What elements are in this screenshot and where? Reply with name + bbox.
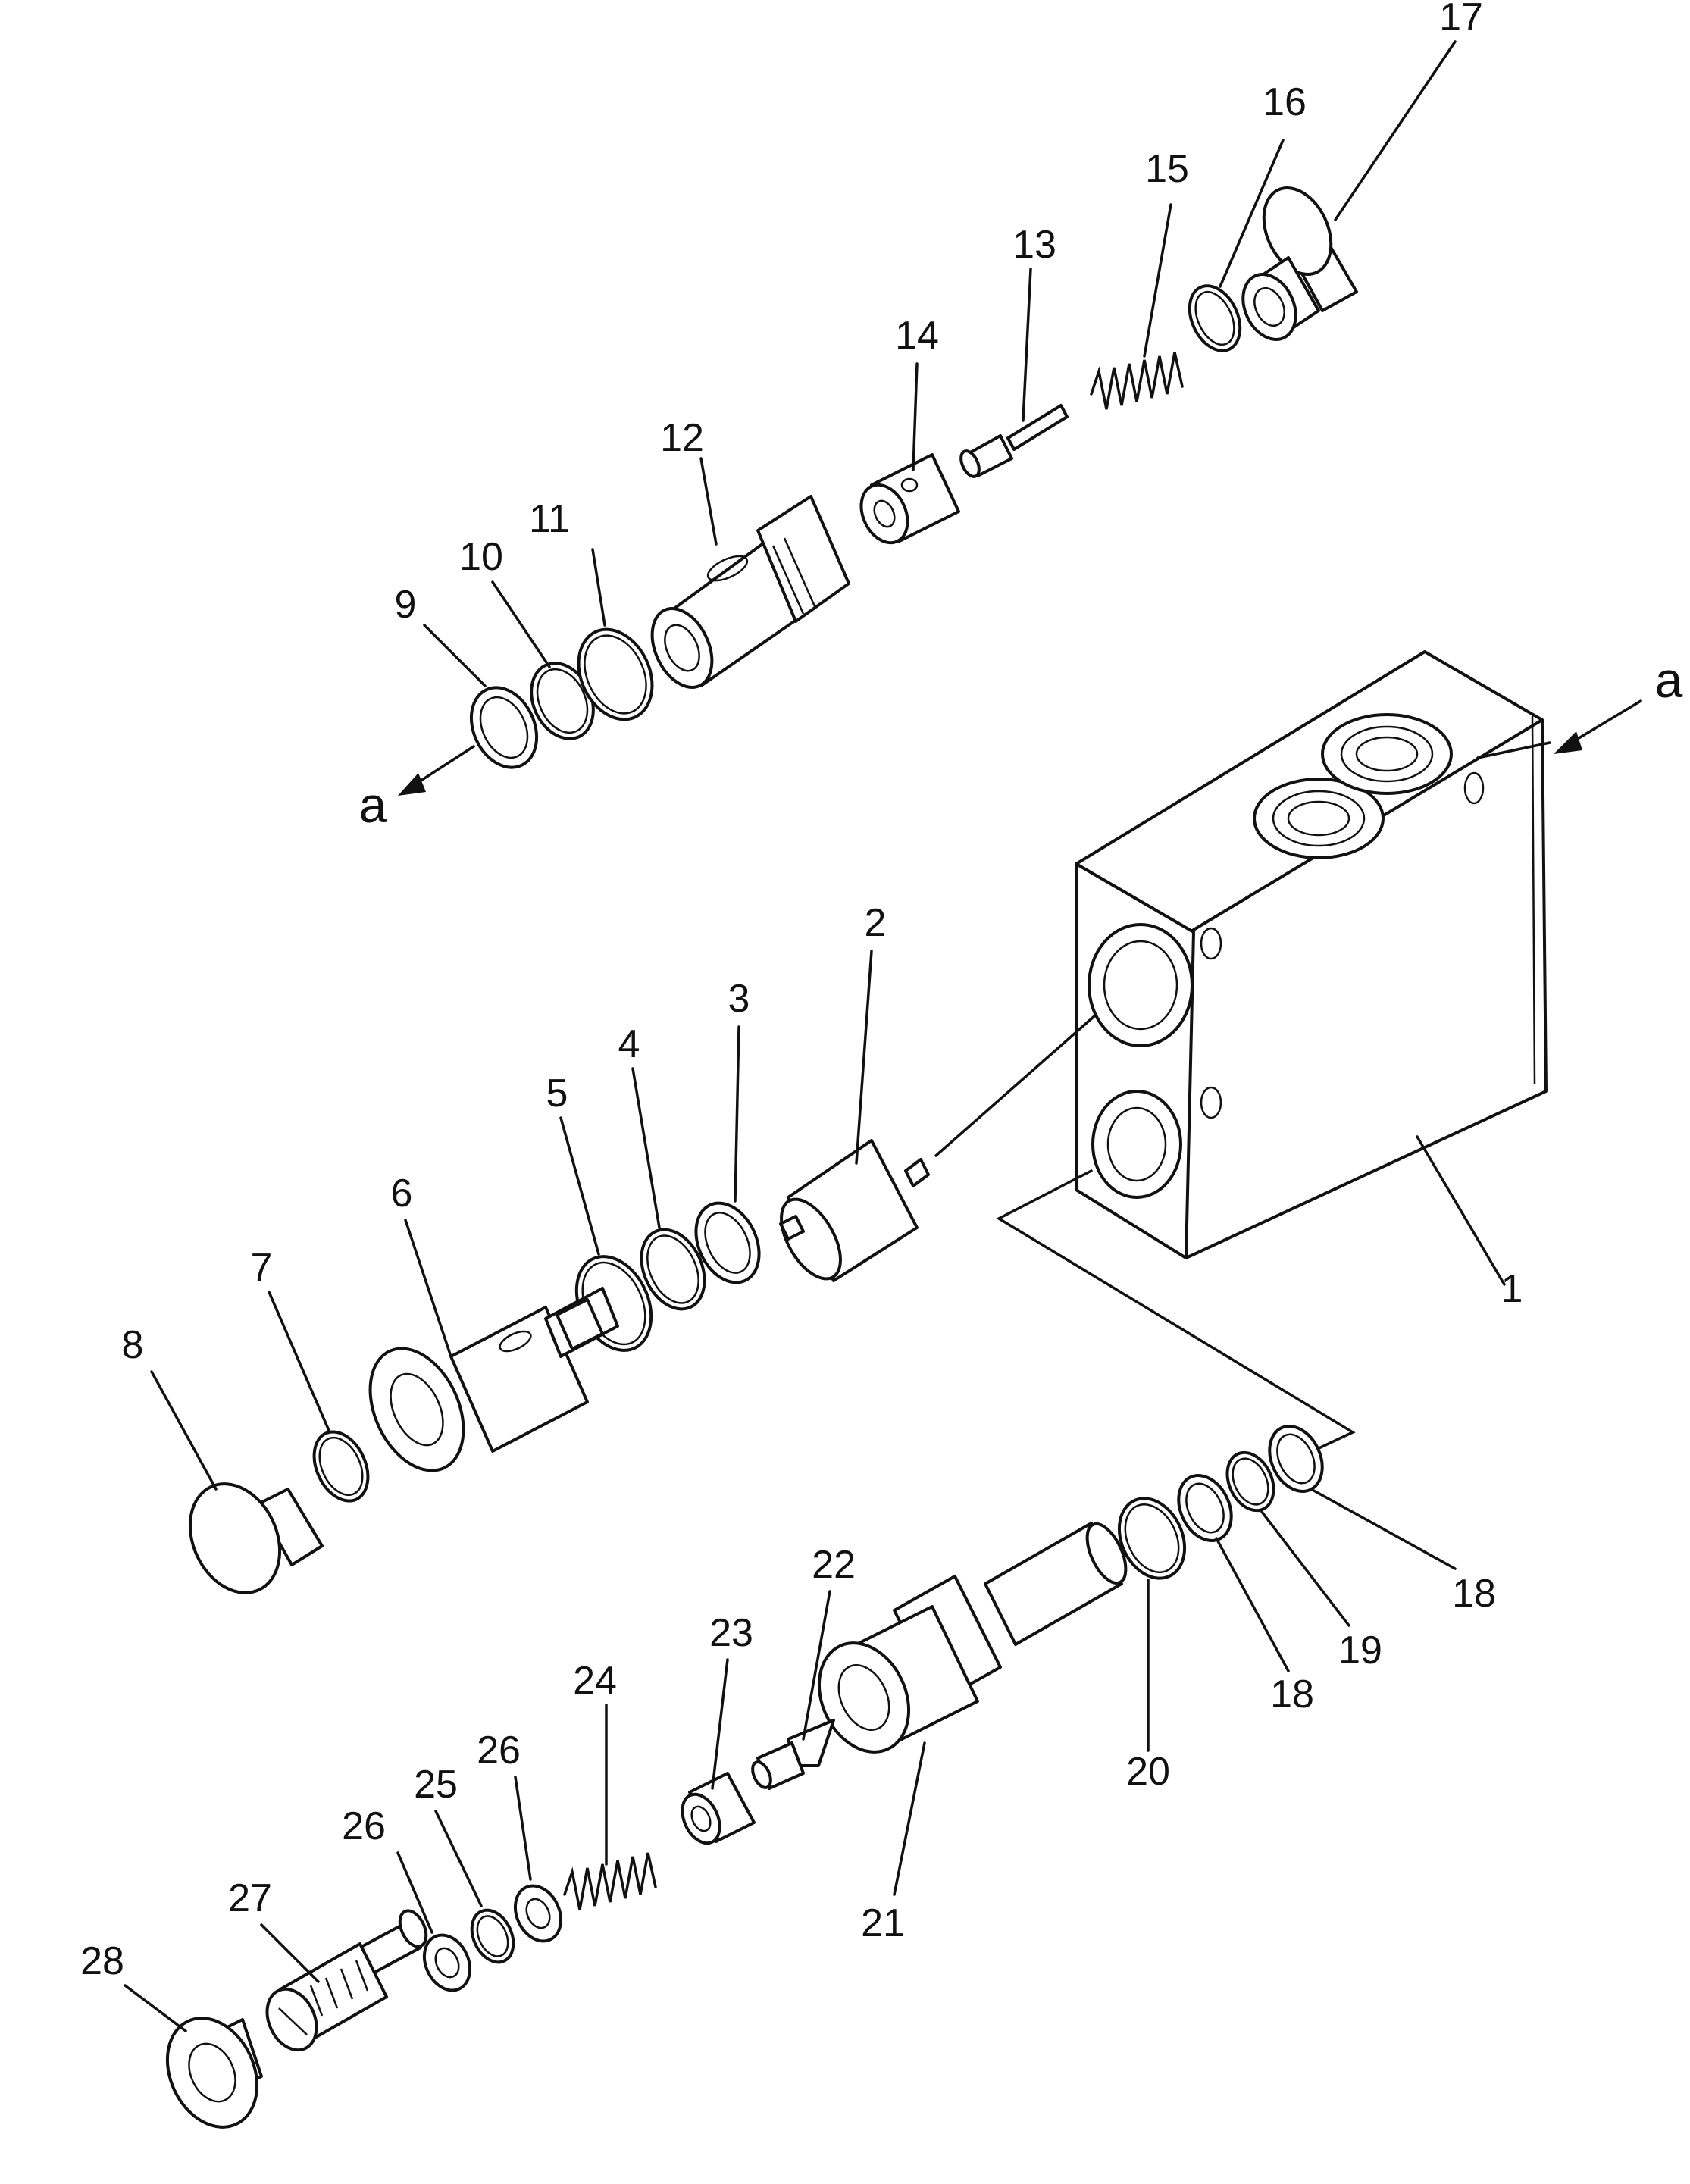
reference-arrow-right [1554,699,1642,754]
part-3-washer [694,1201,761,1284]
part-22-poppet [751,1719,835,1790]
label-part-14: 14 [895,314,939,358]
label-part-21: 21 [861,1901,905,1945]
label-part-27: 27 [228,1876,272,1920]
leader-lines [124,40,1457,2032]
label-part-23: 23 [709,1611,753,1655]
label-part-28: 28 [80,1939,124,1983]
label-part-13: 13 [1012,223,1056,267]
label-part-11: 11 [529,497,570,541]
label-part-26-right: 26 [477,1729,521,1773]
part-8-plug [188,1482,324,1594]
label-part-8: 8 [122,1323,144,1367]
label-part-3: 3 [728,977,750,1021]
label-part-22: 22 [812,1543,856,1587]
part-9-washer [469,686,539,769]
part-15-spring [1090,352,1184,410]
label-part-17: 17 [1439,0,1483,39]
part-26-washer-right [513,1884,563,1943]
label-part-9: 9 [395,583,417,627]
part-14-poppet [859,453,960,545]
part-20-o-ring [1117,1497,1187,1580]
label-part-7: 7 [251,1246,273,1290]
label-part-6: 6 [391,1172,413,1216]
part-23-seat [681,1772,756,1845]
part-2-spool [779,1139,930,1282]
part-16-o-ring [1188,284,1242,352]
part-13-pin [959,404,1069,478]
ref-label-right: a [1655,652,1683,708]
part-24-spring [563,1852,657,1910]
label-part-26-left: 26 [342,1804,386,1848]
label-part-5: 5 [546,1072,568,1115]
reference-arrow-left [398,745,475,796]
part-25-o-ring [470,1908,515,1964]
part-7-o-ring [312,1430,370,1503]
part-28-lock-nut [165,2017,263,2129]
label-part-15: 15 [1145,147,1189,191]
part-4-o-ring [640,1228,706,1311]
part-6-valve-cartridge [368,1287,619,1472]
part-26-washer-left [422,1933,472,1992]
label-part-10: 10 [459,535,503,579]
label-part-20: 20 [1126,1750,1170,1794]
part-27-adjusting-screw [265,1909,428,2052]
label-part-25: 25 [414,1763,458,1807]
label-part-18-right: 18 [1452,1572,1496,1616]
part-12-valve-cartridge [650,495,850,689]
label-part-1: 1 [1501,1267,1523,1311]
assembly-guide-lines [934,741,1551,1464]
part-18-washer-left [1177,1474,1233,1542]
label-part-12: 12 [660,416,704,460]
part-21-valve-housing [817,1522,1128,1754]
part-11-o-ring [577,627,654,721]
label-part-24: 24 [573,1659,617,1703]
valve-body [1075,650,1548,1259]
label-part-4: 4 [618,1022,640,1066]
part-10-o-ring [530,662,595,740]
ref-label-left: a [359,777,387,833]
part-17-plug [1241,186,1358,341]
label-part-2: 2 [865,901,887,945]
label-part-18-left: 18 [1270,1672,1314,1716]
label-part-19: 19 [1338,1629,1382,1672]
part-labels: 17 16 15 13 14 12 11 10 9 a a 2 3 4 5 6 … [80,0,1683,1983]
label-part-16: 16 [1263,80,1307,124]
part-19-o-ring [1225,1450,1275,1513]
